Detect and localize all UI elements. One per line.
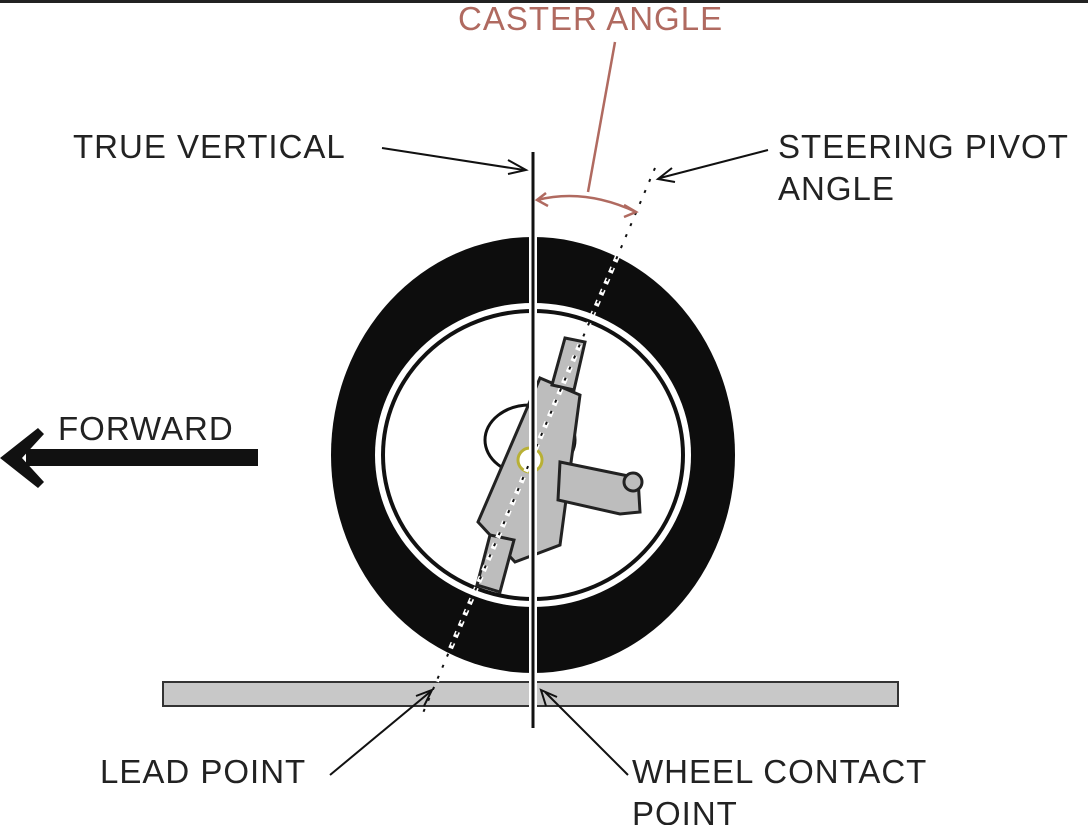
true-vertical-arrowhead — [507, 159, 529, 175]
lead-point-label: LEAD POINT — [100, 753, 307, 790]
lead-point-arrowhead — [415, 688, 435, 707]
lower-kingpin-boss — [475, 533, 516, 594]
caster-angle-label: CASTER ANGLE — [458, 0, 724, 37]
lead-point-leader — [329, 691, 431, 776]
wheel-contact-leader — [544, 691, 629, 776]
forward-arrow-shaft — [26, 449, 258, 466]
wheel-contact-label-line2: POINT — [632, 795, 738, 825]
steering-arm-joint — [622, 471, 644, 493]
caster-arc-arrow-right — [623, 203, 639, 219]
caster-arc-arrow-left — [534, 192, 549, 208]
forward-label: FORWARD — [58, 410, 234, 447]
top-border — [0, 0, 1088, 3]
wheel-contact-arrowhead — [539, 688, 558, 707]
caster-angle-arc — [536, 194, 637, 214]
wheel-contact-label-line1: WHEEL CONTACT — [632, 753, 928, 790]
steering-pivot-leader — [659, 149, 769, 179]
steering-pivot-label-line2: ANGLE — [778, 170, 895, 207]
true-vertical-leader — [381, 147, 525, 171]
steering-pivot-label-line1: STEERING PIVOT — [778, 128, 1069, 165]
forward-arrow-head — [0, 428, 44, 488]
true-vertical-label: TRUE VERTICAL — [73, 128, 346, 165]
steering-pivot-arrowhead — [655, 167, 676, 183]
caster-angle-leader — [586, 41, 617, 193]
upper-kingpin-boss — [550, 336, 587, 392]
